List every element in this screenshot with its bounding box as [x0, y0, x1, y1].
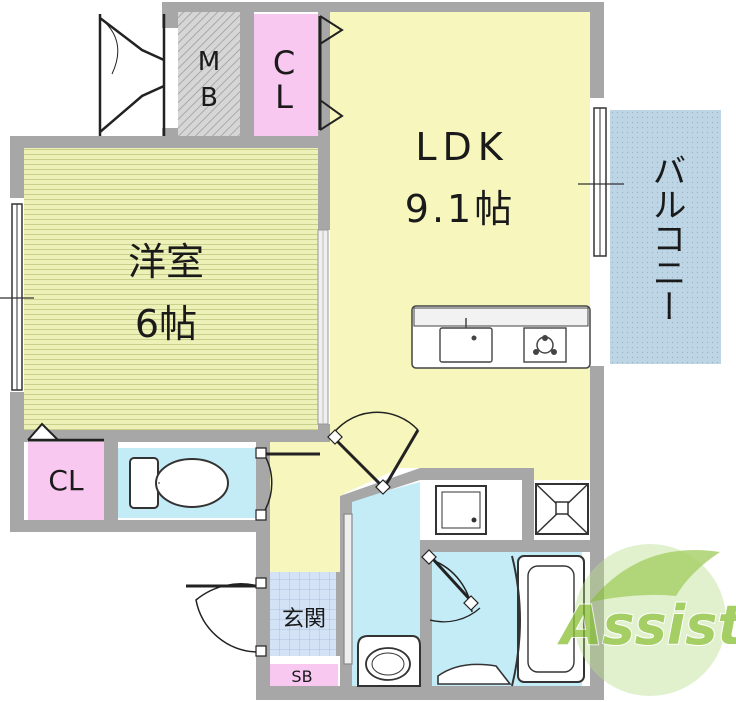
- western-room-label: 洋室 6帖: [128, 240, 204, 346]
- washing-machine-pan: [435, 485, 487, 535]
- left-closet-floor: [28, 442, 104, 520]
- assist-logo-text: Assist: [557, 594, 736, 657]
- western-room-size: 6帖: [135, 302, 197, 346]
- left-closet-door: [27, 422, 104, 442]
- bathtub: [511, 555, 585, 687]
- washbasin: [357, 635, 421, 687]
- door-hinges: [255, 429, 479, 657]
- top-bifold-door: [98, 14, 166, 136]
- ldk-label: LDK 9.1帖: [405, 125, 515, 231]
- top-closet-label-line1: C: [273, 44, 295, 82]
- mb-floor: [178, 12, 240, 136]
- sb-label: SB: [291, 667, 312, 686]
- mb-label-line1: M: [198, 47, 220, 77]
- entrance-floor: [270, 572, 336, 656]
- windows: [0, 107, 624, 425]
- top-closet-floor: [254, 14, 318, 136]
- toilet: [129, 457, 229, 509]
- balcony-floor: [610, 110, 721, 364]
- shower-drain: [437, 663, 512, 685]
- ldk-name: LDK: [415, 125, 508, 169]
- closet-doors: [318, 15, 344, 131]
- top-closet-label-line2: L: [275, 78, 293, 116]
- ldk-floor: [330, 12, 590, 500]
- mb-label-line2: B: [200, 83, 218, 113]
- ldk-size: 9.1帖: [405, 187, 515, 231]
- balcony-label: バルコニー: [646, 153, 686, 323]
- refrigerator-space: [535, 483, 589, 535]
- entrance-label: 玄関: [282, 607, 326, 632]
- sb-floor: [270, 664, 338, 686]
- left-closet-label: CL: [48, 464, 84, 497]
- washroom-sliding-door: [343, 513, 353, 665]
- western-room-name: 洋室: [128, 240, 204, 284]
- assist-logo-watermark: Assist: [556, 544, 736, 696]
- walls: [10, 2, 604, 700]
- kitchen-counter: [411, 305, 591, 369]
- western-room-floor: [24, 148, 320, 430]
